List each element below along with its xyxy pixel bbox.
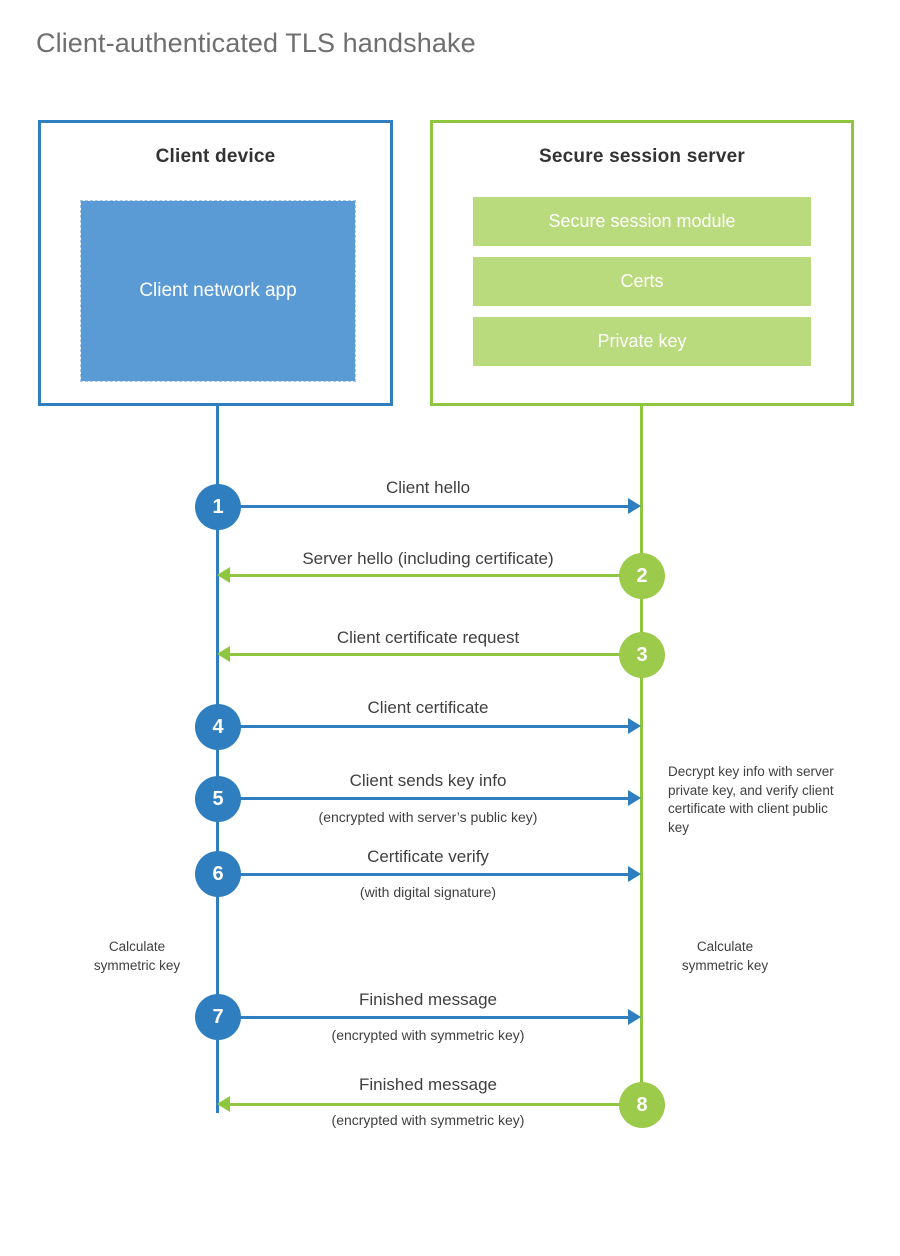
step-5-sublabel: (encrypted with server’s public key) bbox=[318, 809, 538, 825]
step-1-arrow-line bbox=[218, 505, 630, 508]
step-3-label: Client certificate request bbox=[336, 628, 520, 647]
step-3-arrow-head-icon bbox=[217, 646, 230, 662]
server-lifeline bbox=[640, 406, 643, 1106]
client-calculate-symmetric-key-note: Calculate symmetric key bbox=[94, 938, 180, 975]
client-network-app: Client network app bbox=[80, 200, 356, 382]
server-module-item: Secure session module bbox=[473, 197, 811, 246]
client-calc-line-2: symmetric key bbox=[93, 957, 181, 973]
server-calc-line-2: symmetric key bbox=[681, 957, 769, 973]
step-5-arrow-head-icon bbox=[628, 790, 641, 806]
step-marker-2[interactable]: 2 bbox=[619, 553, 665, 599]
step-5-arrow-line bbox=[218, 797, 630, 800]
step-2-arrow-line bbox=[230, 574, 642, 577]
page-title: Client-authenticated TLS handshake bbox=[36, 28, 476, 58]
secure-session-server-box: Secure session server Secure session mod… bbox=[430, 120, 854, 406]
step-2-arrow-head-icon bbox=[217, 567, 230, 583]
step-6-arrow-line bbox=[218, 873, 630, 876]
client-device-title: Client device bbox=[155, 146, 276, 167]
server-module-item: Private key bbox=[473, 317, 811, 366]
client-calc-line-1: Calculate bbox=[108, 939, 166, 954]
server-module-list: Secure session module Certs Private key bbox=[473, 197, 811, 377]
step-8-arrow-line bbox=[230, 1103, 642, 1106]
server-module-item: Certs bbox=[473, 257, 811, 306]
client-device-box: Client device Client network app bbox=[38, 120, 393, 406]
step-2-label: Server hello (including certificate) bbox=[302, 549, 554, 568]
step-marker-4[interactable]: 4 bbox=[195, 704, 241, 750]
step-7-sublabel: (encrypted with symmetric key) bbox=[331, 1027, 525, 1043]
step-marker-1[interactable]: 1 bbox=[195, 484, 241, 530]
step-1-label: Client hello bbox=[385, 478, 471, 497]
step-5-label: Client sends key info bbox=[349, 771, 507, 790]
step-marker-8[interactable]: 8 bbox=[619, 1082, 665, 1128]
step-4-label: Client certificate bbox=[367, 698, 489, 717]
step-6-arrow-head-icon bbox=[628, 866, 641, 882]
step-7-arrow-line bbox=[218, 1016, 630, 1019]
step-4-arrow-head-icon bbox=[628, 718, 641, 734]
step-1-arrow-head-icon bbox=[628, 498, 641, 514]
step-marker-3[interactable]: 3 bbox=[619, 632, 665, 678]
step-8-arrow-head-icon bbox=[217, 1096, 230, 1112]
client-lifeline bbox=[216, 406, 219, 1113]
step-8-sublabel: (encrypted with symmetric key) bbox=[331, 1112, 525, 1128]
step-4-arrow-line bbox=[218, 725, 630, 728]
step-6-label: Certificate verify bbox=[367, 847, 489, 866]
server-calc-line-1: Calculate bbox=[696, 939, 754, 954]
server-decrypt-note: Decrypt key info with server private key… bbox=[668, 764, 834, 835]
step-marker-7[interactable]: 7 bbox=[195, 994, 241, 1040]
step-6-sublabel: (with digital signature) bbox=[359, 884, 497, 900]
step-marker-6[interactable]: 6 bbox=[195, 851, 241, 897]
secure-session-server-title: Secure session server bbox=[539, 146, 745, 167]
step-7-label: Finished message bbox=[359, 990, 497, 1009]
step-7-arrow-head-icon bbox=[628, 1009, 641, 1025]
step-3-arrow-line bbox=[230, 653, 642, 656]
step-8-label: Finished message bbox=[359, 1075, 497, 1094]
step-marker-5[interactable]: 5 bbox=[195, 776, 241, 822]
server-calculate-symmetric-key-note: Calculate symmetric key bbox=[682, 938, 768, 975]
